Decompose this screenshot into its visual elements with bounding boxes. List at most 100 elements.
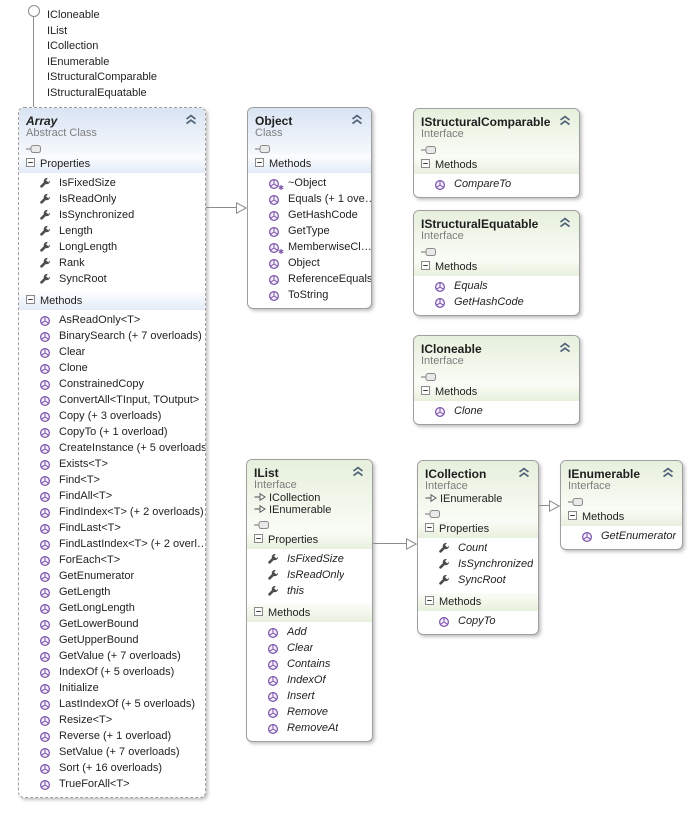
member-row[interactable]: Remove bbox=[247, 704, 372, 720]
member-row[interactable]: Equals (+ 1 ove… bbox=[248, 191, 371, 207]
member-row[interactable]: GetValue (+ 7 overloads) bbox=[19, 648, 205, 664]
expander-icon[interactable] bbox=[425, 523, 434, 535]
member-name: IsFixedSize bbox=[59, 177, 116, 189]
expander-icon[interactable] bbox=[26, 295, 35, 307]
collapse-chevron-icon[interactable] bbox=[351, 465, 365, 477]
member-row[interactable]: Insert bbox=[247, 688, 372, 704]
collapse-chevron-icon[interactable] bbox=[661, 466, 675, 478]
collapse-chevron-icon[interactable] bbox=[184, 113, 198, 125]
member-row[interactable]: LongLength bbox=[19, 239, 205, 255]
member-row[interactable]: FindLast<T> bbox=[19, 520, 205, 536]
expander-icon[interactable] bbox=[255, 158, 264, 170]
collapse-chevron-icon[interactable] bbox=[558, 341, 572, 353]
member-row[interactable]: ConvertAll<TInput, TOutput> bbox=[19, 392, 205, 408]
expander-icon[interactable] bbox=[425, 596, 434, 608]
member-row[interactable]: GetEnumerator bbox=[561, 528, 682, 544]
member-row[interactable]: SyncRoot bbox=[19, 271, 205, 287]
connector-icollection-ienumerable[interactable] bbox=[539, 504, 550, 506]
connector-array-object[interactable] bbox=[206, 206, 237, 208]
member-row[interactable]: SyncRoot bbox=[418, 572, 538, 588]
collapse-chevron-icon[interactable] bbox=[558, 216, 572, 228]
member-row[interactable]: FindLastIndex<T> (+ 2 overl… bbox=[19, 536, 205, 552]
member-row[interactable]: FindIndex<T> (+ 2 overloads) bbox=[19, 504, 205, 520]
member-row[interactable]: ✱~Object bbox=[248, 175, 371, 191]
member-row[interactable]: GetLength bbox=[19, 584, 205, 600]
member-row[interactable]: ConstrainedCopy bbox=[19, 376, 205, 392]
member-row[interactable]: Initialize bbox=[19, 680, 205, 696]
connector-ilist-icollection[interactable] bbox=[373, 542, 407, 544]
member-row[interactable]: GetHashCode bbox=[414, 294, 579, 310]
member-row[interactable]: Clone bbox=[19, 360, 205, 376]
member-row[interactable]: LastIndexOf (+ 5 overloads) bbox=[19, 696, 205, 712]
member-row[interactable]: IndexOf bbox=[247, 672, 372, 688]
member-row[interactable]: Sort (+ 16 overloads) bbox=[19, 760, 205, 776]
member-row[interactable]: ReferenceEquals bbox=[248, 271, 371, 287]
collapse-chevron-icon[interactable] bbox=[350, 113, 364, 125]
member-row[interactable]: GetLowerBound bbox=[19, 616, 205, 632]
member-row[interactable]: SetValue (+ 7 overloads) bbox=[19, 744, 205, 760]
member-row[interactable]: IsFixedSize bbox=[247, 551, 372, 567]
member-row[interactable]: TrueForAll<T> bbox=[19, 776, 205, 792]
member-row[interactable]: Copy (+ 3 overloads) bbox=[19, 408, 205, 424]
member-row[interactable]: Find<T> bbox=[19, 472, 205, 488]
expander-icon[interactable] bbox=[254, 607, 263, 619]
expander-icon[interactable] bbox=[254, 534, 263, 546]
member-row[interactable]: Length bbox=[19, 223, 205, 239]
member-row[interactable]: Rank bbox=[19, 255, 205, 271]
member-row[interactable]: ✱MemberwiseCl… bbox=[248, 239, 371, 255]
expander-icon[interactable] bbox=[26, 158, 35, 170]
member-row[interactable]: CompareTo bbox=[414, 176, 579, 192]
collapse-chevron-icon[interactable] bbox=[517, 466, 531, 478]
member-row[interactable]: CopyTo bbox=[418, 613, 538, 629]
expander-icon[interactable] bbox=[568, 511, 577, 523]
member-row[interactable]: AsReadOnly<T> bbox=[19, 312, 205, 328]
member-row[interactable]: ForEach<T> bbox=[19, 552, 205, 568]
member-row[interactable]: GetLongLength bbox=[19, 600, 205, 616]
member-row[interactable]: Contains bbox=[247, 656, 372, 672]
member-name: Clear bbox=[287, 642, 314, 654]
member-row[interactable]: Exists<T> bbox=[19, 456, 205, 472]
member-row[interactable]: IsSynchronized bbox=[19, 207, 205, 223]
member-row[interactable]: Clone bbox=[414, 403, 579, 419]
member-row[interactable]: Clear bbox=[247, 640, 372, 656]
member-row[interactable]: Reverse (+ 1 overload) bbox=[19, 728, 205, 744]
member-row[interactable]: Add bbox=[247, 624, 372, 640]
member-row[interactable]: GetEnumerator bbox=[19, 568, 205, 584]
member-row[interactable]: this bbox=[247, 583, 372, 599]
member-row[interactable]: IndexOf (+ 5 overloads) bbox=[19, 664, 205, 680]
member-row[interactable]: IsSynchronized bbox=[418, 556, 538, 572]
member-row[interactable]: FindAll<T> bbox=[19, 488, 205, 504]
expander-icon[interactable] bbox=[421, 261, 430, 273]
expander-icon[interactable] bbox=[421, 386, 430, 398]
member-row[interactable]: GetHashCode bbox=[248, 207, 371, 223]
member-row[interactable]: IsFixedSize bbox=[19, 175, 205, 191]
member-row[interactable]: GetUpperBound bbox=[19, 632, 205, 648]
member-row[interactable]: BinarySearch (+ 7 overloads) bbox=[19, 328, 205, 344]
expander-icon[interactable] bbox=[421, 159, 430, 171]
member-row[interactable]: CopyTo (+ 1 overload) bbox=[19, 424, 205, 440]
member-row[interactable]: ToString bbox=[248, 287, 371, 303]
member-row[interactable]: IsReadOnly bbox=[19, 191, 205, 207]
member-row[interactable]: IsReadOnly bbox=[247, 567, 372, 583]
member-row[interactable]: Resize<T> bbox=[19, 712, 205, 728]
member-row[interactable]: Clear bbox=[19, 344, 205, 360]
member-row[interactable]: Object bbox=[248, 255, 371, 271]
member-row[interactable]: CreateInstance (+ 5 overloads) bbox=[19, 440, 205, 456]
method-icon bbox=[39, 746, 51, 759]
member-row[interactable]: RemoveAt bbox=[247, 720, 372, 736]
member-name: Insert bbox=[287, 690, 315, 702]
collapse-chevron-icon[interactable] bbox=[558, 114, 572, 126]
member-row[interactable]: Equals bbox=[414, 278, 579, 294]
member-row[interactable]: Count bbox=[418, 540, 538, 556]
member-row[interactable]: GetType bbox=[248, 223, 371, 239]
